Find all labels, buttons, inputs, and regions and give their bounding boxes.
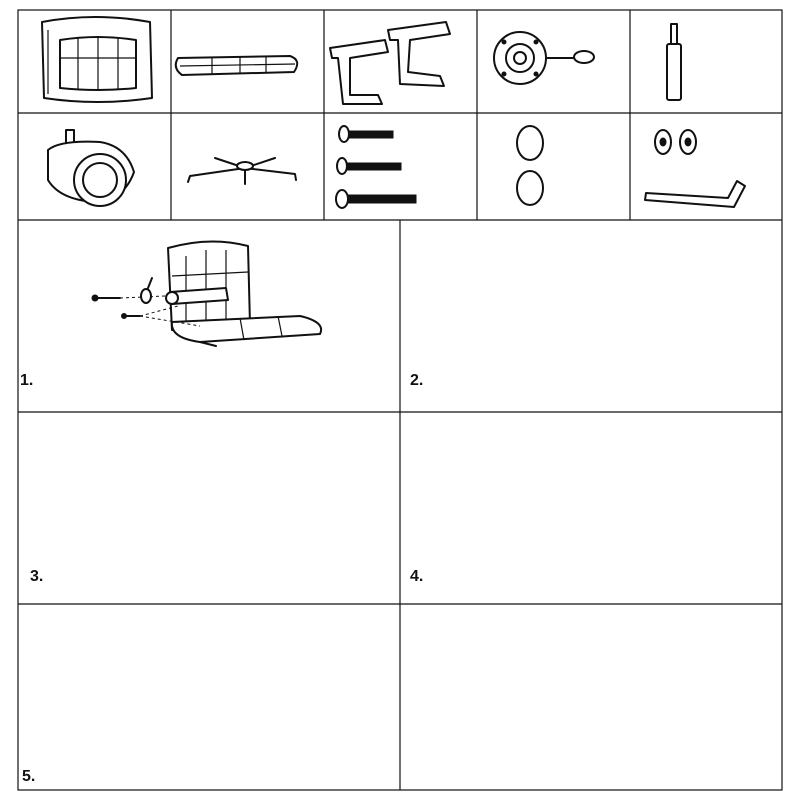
- backrest-icon: [41, 16, 153, 103]
- step-5-label: 5.: [22, 768, 36, 785]
- mechanism-plate-icon: [493, 31, 595, 85]
- grid-lines: [17, 9, 783, 791]
- seat-cushion-icon: [174, 55, 299, 76]
- step-1-illustration: [91, 240, 322, 347]
- gas-lift-icon: [666, 23, 682, 101]
- screws-icon: [335, 125, 417, 209]
- caster-wheel-icon: [47, 129, 135, 207]
- washers-and-allen-key-icon: [644, 129, 746, 208]
- step-1-label: 1.: [20, 372, 34, 389]
- cover-caps-icon: [516, 125, 544, 206]
- step-2-label: 2.: [410, 372, 424, 389]
- step-4-label: 4.: [410, 568, 424, 585]
- step-3-label: 3.: [30, 568, 44, 585]
- star-base-icon: [187, 157, 297, 185]
- armrests-icon: [329, 21, 451, 105]
